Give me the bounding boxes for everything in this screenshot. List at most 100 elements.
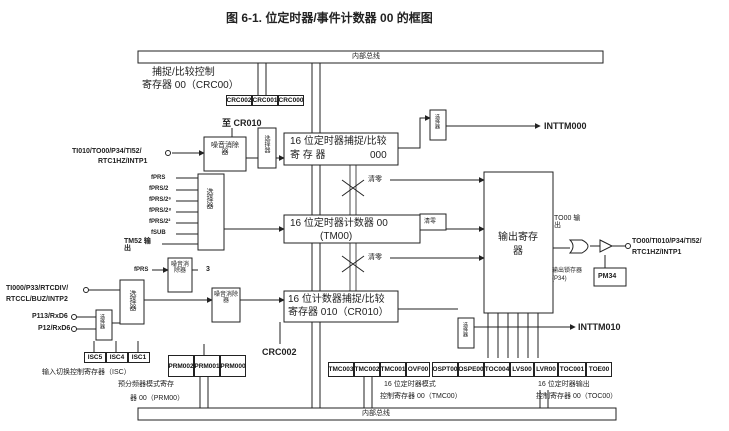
prm-bit-prm000: PRM000 <box>220 355 246 377</box>
pin-to00-circle <box>625 243 631 249</box>
noise-eliminator-3 <box>211 287 241 323</box>
output-buffer <box>599 239 614 253</box>
crc-bit-crc002: CRC002 <box>226 95 252 106</box>
toc-bit-lvr00: LVR00 <box>534 362 558 377</box>
tm52-output-label: TM52 输出 <box>124 238 151 252</box>
pin-ti010-circle <box>165 150 171 156</box>
pin-ti010-label: TI010/TO00/P34/TI52/ <box>72 148 142 155</box>
clock-input-fsub: fSUB <box>151 230 166 236</box>
selector-intm010 <box>457 317 475 349</box>
num-3-label: 3 <box>206 266 210 273</box>
pin-ti000-circle <box>83 287 89 293</box>
clock-input-fprs: fPRS <box>151 175 166 181</box>
bus-tmc <box>363 377 373 408</box>
tmc-label-2: 控制寄存器 00（TMC00） <box>380 393 462 400</box>
clear-box <box>419 213 447 231</box>
isc-bit-isc5: ISC5 <box>84 352 106 363</box>
selector-intm000 <box>429 109 447 141</box>
intm010-label: INTTM010 <box>578 322 621 332</box>
cr010-box <box>283 290 399 323</box>
crc-label-2: 寄存器 00（CRC00） <box>142 80 239 91</box>
pin-rtc1hz-label: RTC1HZ/INTP1 <box>98 158 148 165</box>
pm34-box <box>593 267 627 287</box>
clear-box-label: 清零 <box>424 219 437 225</box>
cr010-label-1: 16 位计数器捕捉/比较 <box>288 294 385 305</box>
toc-bit-ospt00: OSPT00 <box>432 362 458 377</box>
ti000-selector-label: 选择器 <box>129 290 136 311</box>
noise-eliminator-1-label: 噪音消除器 <box>211 142 239 156</box>
noise-eliminator-3-label: 噪音消除器 <box>214 292 239 304</box>
bus-toc <box>539 390 549 408</box>
pin-ti000-label-2: RTCCL/BUZ/INTP2 <box>6 296 68 303</box>
toc-bit-toc004: TOC004 <box>484 362 510 377</box>
bus-prm <box>199 377 209 408</box>
intm000-selector-label: 选择器 <box>434 114 440 129</box>
selector-crc <box>257 127 277 169</box>
clock-input-fprs-2-2: fPRS/2² <box>149 219 171 225</box>
output-latch-label: 输出锁存器(P34) <box>552 268 583 282</box>
to00-output-label: TO00 输出 <box>554 215 581 229</box>
tmc-bit-ovf00: OVF00 <box>406 362 430 377</box>
cr000-label-3: 000 <box>370 150 387 161</box>
cr010-label-2: 寄存器 010（CR010） <box>288 307 389 318</box>
isc-label: 输入切换控制寄存器（ISC） <box>42 369 131 376</box>
ti000-selector <box>119 279 145 325</box>
pin-p113-circle <box>71 314 77 320</box>
pm34-label: PM34 <box>598 273 617 280</box>
clock-input-fprs-2-8: fPRS/2⁸ <box>149 208 172 214</box>
tmc-bit-tmc003: TMC003 <box>328 362 354 377</box>
crc002-label: CRC002 <box>262 347 297 357</box>
intm000-label: INTTM000 <box>544 121 587 131</box>
clock-input-fprs-2: fPRS/2 <box>149 186 169 192</box>
tm00-label-1: 16 位定时器计数器 00 <box>290 218 388 229</box>
noise-eliminator-2-label: 噪音消除器 <box>170 262 189 274</box>
crc-bit-crc000: CRC000 <box>278 95 304 106</box>
pin-p113-label: P113/RxD6 <box>32 313 68 320</box>
internal-bus-top-label: 内部总线 <box>352 53 380 60</box>
fprs-label: fPRS <box>134 267 149 273</box>
tmc-bit-tmc002: TMC002 <box>354 362 380 377</box>
prm-bit-prm001: PRM001 <box>194 355 220 377</box>
crc-selector-label: 选择器 <box>263 135 269 153</box>
rxd-selector <box>95 309 113 341</box>
prm-bit-prm002: PRM002 <box>168 355 194 377</box>
to-cr010-label: 至 CR010 <box>222 118 262 128</box>
tm00-box <box>283 214 421 244</box>
cr000-label-2: 寄 存 器 <box>290 150 326 161</box>
wires-isc <box>93 341 139 352</box>
internal-bus-bottom-label: 内部总线 <box>362 410 390 417</box>
toc-bit-ospe00: OSPE00 <box>458 362 484 377</box>
tmc-label-1: 16 位定时器模式 <box>384 381 436 388</box>
clock-selector <box>197 173 225 251</box>
bus-tm00-cr010 <box>311 243 321 291</box>
wires-clock-in <box>176 177 198 235</box>
figure-title: 图 6-1. 位定时器/事件计数器 00 的框图 <box>226 11 433 25</box>
output-register-box <box>483 171 554 314</box>
internal-bus-top-bar <box>137 50 604 64</box>
intm010-selector-label: 选择器 <box>462 322 468 337</box>
wires-toc-outreg <box>487 313 539 358</box>
prm-label-2: 器 00（PRM00） <box>130 395 185 402</box>
wire-rxd <box>76 316 96 330</box>
cross-1 <box>341 179 365 197</box>
toc-label-2: 控制寄存器 00（TOC00） <box>536 393 618 400</box>
cmp-lines-2 <box>349 243 357 291</box>
bus-crc <box>257 63 267 95</box>
crc-bit-crc001: CRC001 <box>252 95 278 106</box>
isc-bit-isc4: ISC4 <box>106 352 128 363</box>
crc-label-1: 捕捉/比较控制 <box>152 67 215 78</box>
noise-eliminator-2 <box>167 257 193 293</box>
pin-to00-label-1: TO00/TI010/P34/TI52/ <box>632 238 702 245</box>
clock-selector-label: 选择器 <box>206 188 213 209</box>
bus-cr010-bottom <box>311 322 321 408</box>
internal-bus-bottom-bar <box>137 407 617 421</box>
cross-2 <box>341 255 365 273</box>
tm00-label-2: (TM00) <box>320 231 353 242</box>
clock-input-fprs-2-6: fPRS/2⁶ <box>149 197 172 203</box>
cr000-box <box>283 132 399 166</box>
toc-bit-toc001: TOC001 <box>558 362 586 377</box>
isc-bit-isc1: ISC1 <box>128 352 150 363</box>
pin-p12-circle <box>71 326 77 332</box>
noise-eliminator-1 <box>203 136 247 172</box>
